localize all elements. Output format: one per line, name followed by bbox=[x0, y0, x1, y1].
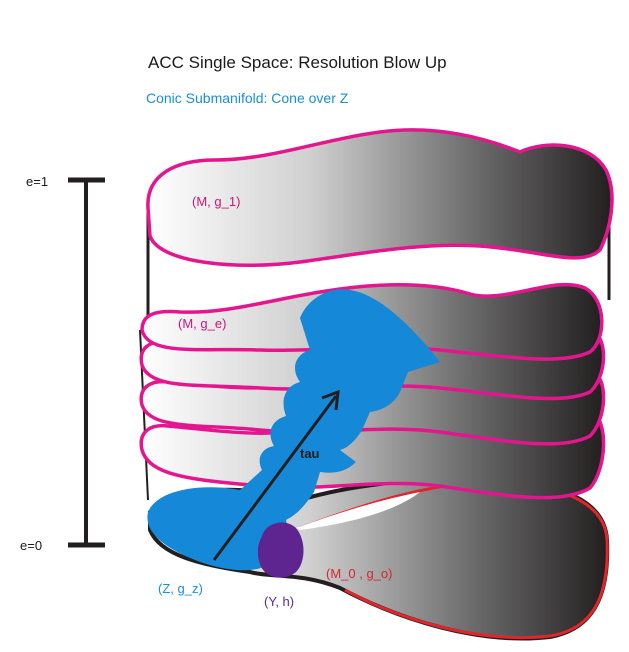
y-blob bbox=[257, 522, 304, 578]
page-subtitle: Conic Submanifold: Cone over Z bbox=[146, 90, 349, 106]
label-m-ge: (M, g_e) bbox=[178, 316, 226, 331]
page-title: ACC Single Space: Resolution Blow Up bbox=[148, 53, 447, 72]
label-m0-go: (M_0 , g_o) bbox=[326, 566, 392, 581]
label-tau: tau bbox=[300, 446, 320, 461]
label-y-h: (Y, h) bbox=[264, 594, 294, 609]
sheet-m0-white-gap bbox=[296, 492, 420, 530]
e-scale-bottom-label: e=0 bbox=[20, 538, 42, 553]
cone-over-z bbox=[147, 289, 441, 571]
label-z-gz: (Z, g_z) bbox=[158, 581, 203, 596]
e-scale: e=1 e=0 bbox=[20, 174, 105, 553]
sheet-m0-red-rim bbox=[299, 480, 609, 640]
e-scale-top-label: e=1 bbox=[26, 174, 48, 189]
tau-arrow bbox=[212, 389, 340, 561]
label-m-g1: (M, g_1) bbox=[192, 194, 240, 209]
sheet-m-g1 bbox=[146, 128, 614, 267]
